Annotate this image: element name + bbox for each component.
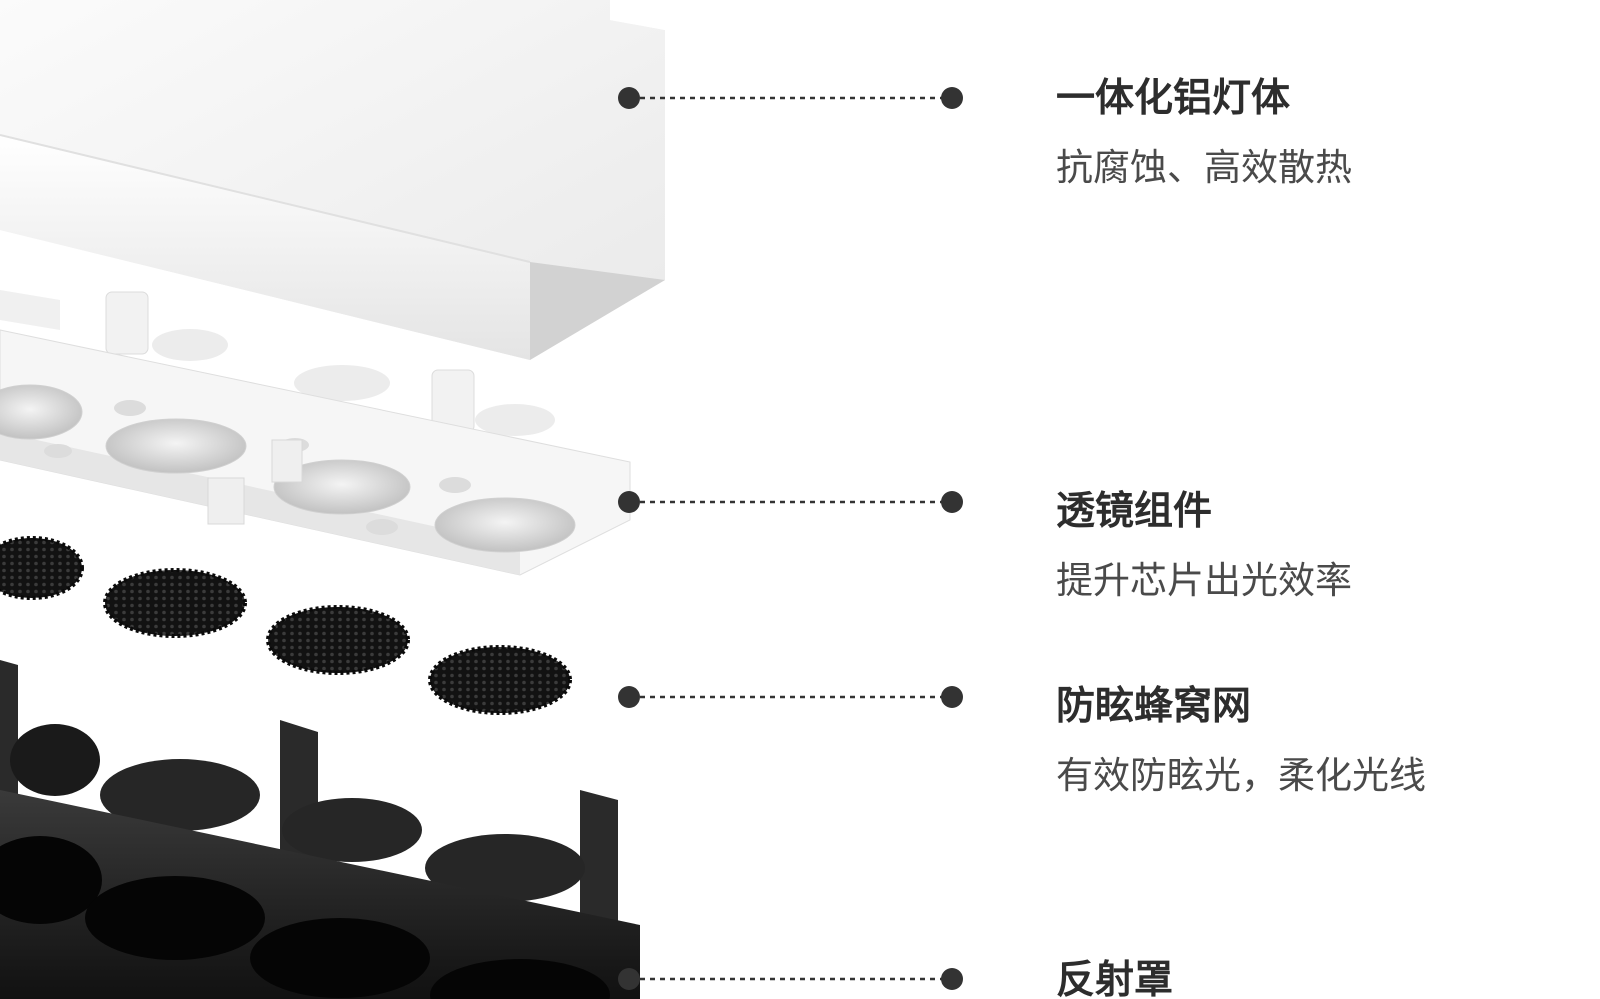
feature-lens: 透镜组件 提升芯片出光效率 bbox=[1056, 489, 1576, 603]
feature-description: 提升芯片出光效率 bbox=[1056, 559, 1352, 602]
leader-line-honeycomb bbox=[618, 686, 963, 708]
lens-module bbox=[0, 290, 631, 576]
feature-description: 抗腐蚀、高效散热 bbox=[1056, 146, 1352, 189]
leader-line-reflector bbox=[618, 968, 963, 990]
feature-reflector: 反射罩 bbox=[1056, 958, 1576, 999]
feature-title: 防眩蜂窝网 bbox=[1056, 684, 1252, 729]
reflector bbox=[0, 660, 640, 999]
feature-housing: 一体化铝灯体 抗腐蚀、高效散热 bbox=[1056, 76, 1576, 190]
feature-title: 一体化铝灯体 bbox=[1056, 76, 1291, 121]
feature-title: 透镜组件 bbox=[1056, 489, 1213, 534]
exploded-light-illustration bbox=[0, 0, 665, 999]
feature-title: 反射罩 bbox=[1056, 958, 1174, 999]
honeycomb-grids bbox=[0, 536, 572, 715]
leader-line-housing bbox=[618, 87, 963, 109]
aluminium-housing bbox=[0, 0, 665, 360]
leader-line-lens bbox=[618, 491, 963, 513]
feature-description: 有效防眩光，柔化光线 bbox=[1056, 754, 1426, 797]
feature-honeycomb: 防眩蜂窝网 有效防眩光，柔化光线 bbox=[1056, 684, 1576, 798]
